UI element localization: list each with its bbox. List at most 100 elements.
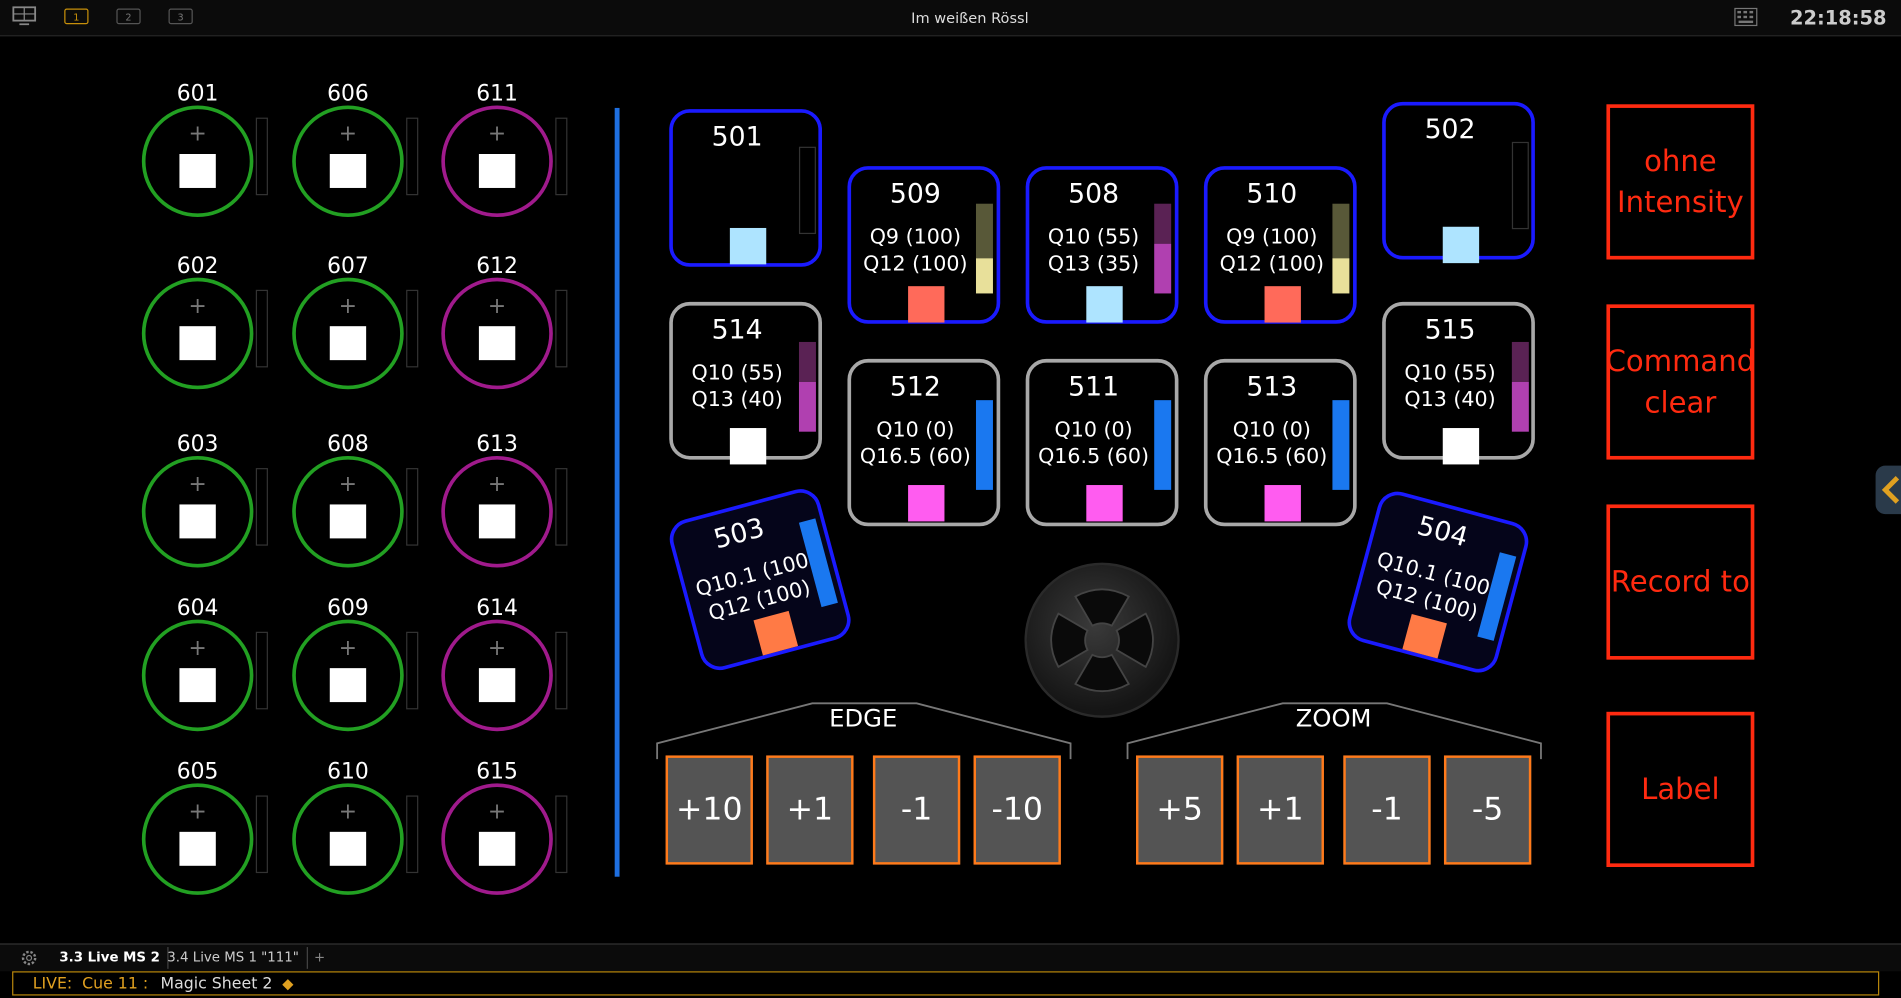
plus-icon: + xyxy=(188,635,207,661)
channel-601[interactable]: 601+ xyxy=(141,81,268,218)
channel-number: 609 xyxy=(327,595,369,621)
plus-icon: + xyxy=(338,121,358,147)
channel-609[interactable]: 609 + xyxy=(292,595,419,732)
pan-tilt-encoder[interactable] xyxy=(1024,562,1180,718)
channel-613[interactable]: 613+ xyxy=(441,431,568,568)
color-swatch xyxy=(753,610,799,656)
channel-607[interactable]: 607+ xyxy=(292,253,419,390)
fixture-515[interactable]: 515 Q10 (55) Q13 (40) xyxy=(1382,301,1535,465)
level-meter xyxy=(255,631,268,710)
fixture-501[interactable]: 501 xyxy=(669,109,823,267)
fixture-503[interactable]: 503 Q10.1 (100) Q12 (100) xyxy=(665,484,856,675)
fixture-510[interactable]: 510 Q9 (100) Q12 (100) xyxy=(1203,166,1357,324)
monitor-icon[interactable] xyxy=(12,6,37,26)
channel-number: 610 xyxy=(327,759,369,785)
tab-live-ms-2[interactable]: 3.3 Live MS 2 xyxy=(52,947,169,969)
level-meter-top xyxy=(1332,203,1350,259)
cue-line-2: Q13 (40) xyxy=(1404,388,1496,413)
level-meter-top xyxy=(1511,341,1529,382)
fixture-number: 511 xyxy=(1068,372,1120,403)
tab-live-ms-1[interactable]: 3.4 Live MS 1 "111" xyxy=(160,947,308,969)
fixture-502[interactable]: 502 xyxy=(1382,101,1535,264)
edge-minus-10-button[interactable]: -10 xyxy=(973,755,1061,865)
plus-icon: + xyxy=(338,471,358,498)
channel-612[interactable]: 612+ xyxy=(441,253,568,390)
fixture-511[interactable]: 511 Q10 (0) Q16.5 (60) xyxy=(1025,358,1179,527)
label-button[interactable]: Label xyxy=(1606,711,1755,868)
fixture-504[interactable]: 504 Q10.1 (100) Q12 (100) xyxy=(1342,486,1533,678)
gear-icon[interactable] xyxy=(19,948,38,967)
plus-icon: + xyxy=(338,635,358,661)
fixture-513[interactable]: 513 Q10 (0) Q16.5 (60) xyxy=(1203,358,1357,527)
level-meter xyxy=(406,289,419,368)
edge-plus-10-button[interactable]: +10 xyxy=(665,755,753,865)
tab-bar: 3.3 Live MS 2 3.4 Live MS 1 "111" + xyxy=(0,943,1901,972)
zoom-minus-5-button[interactable]: -5 xyxy=(1443,755,1532,865)
record-to-button[interactable]: Record to xyxy=(1606,504,1755,660)
channel-604[interactable]: 604+ xyxy=(141,595,268,732)
channel-number: 615 xyxy=(476,759,518,785)
level-meter-top xyxy=(1154,203,1172,244)
plus-icon: + xyxy=(188,471,207,498)
diamond-icon: ◆ xyxy=(282,974,294,992)
live-label: LIVE: xyxy=(32,974,73,994)
keyboard-icon[interactable] xyxy=(1734,7,1758,27)
plus-icon: + xyxy=(188,799,207,825)
fixture-508[interactable]: 508 Q10 (55) Q13 (35) xyxy=(1025,166,1179,324)
channel-614[interactable]: 614+ xyxy=(441,595,568,732)
workspace-1-button[interactable]: 1 xyxy=(64,8,89,25)
level-meter xyxy=(1154,400,1172,490)
channel-number: 614 xyxy=(476,595,518,621)
level-meter xyxy=(406,468,419,546)
channel-number: 605 xyxy=(176,759,219,785)
fixture-number: 514 xyxy=(711,315,763,346)
color-swatch xyxy=(478,154,516,188)
channel-602[interactable]: 602+ xyxy=(141,253,268,390)
color-swatch xyxy=(1442,428,1480,465)
edge-minus-1-button[interactable]: -1 xyxy=(872,755,961,865)
channel-number: 612 xyxy=(476,253,518,279)
channel-603[interactable]: 603+ xyxy=(141,432,268,568)
side-panel-toggle[interactable] xyxy=(1875,465,1901,515)
color-swatch xyxy=(179,504,216,539)
level-meter xyxy=(255,468,268,546)
channel-608[interactable]: 608+ xyxy=(292,432,419,568)
fixture-514[interactable]: 514 Q10 (55) Q13 (40) xyxy=(669,301,823,465)
fixture-number: 510 xyxy=(1246,179,1298,210)
cue-line-2: Q12 (100) xyxy=(1219,252,1325,277)
color-swatch xyxy=(729,428,767,465)
workspace-2-button[interactable]: 2 xyxy=(116,8,141,25)
channel-611[interactable]: 611+ xyxy=(441,81,568,218)
fixture-512[interactable]: 512 Q10 (0) Q16.5 (60) xyxy=(847,358,1001,527)
channel-ring xyxy=(141,277,254,390)
color-swatch xyxy=(1086,485,1123,522)
cue-line-1: Q10 (0) xyxy=(876,418,955,443)
cue-line-2: Q13 (40) xyxy=(691,388,783,413)
channel-number: 613 xyxy=(476,431,518,458)
zoom-plus-1-button[interactable]: +1 xyxy=(1236,755,1324,865)
color-swatch xyxy=(1264,485,1301,522)
color-swatch xyxy=(729,227,767,265)
plus-icon: + xyxy=(188,121,207,147)
level-meter xyxy=(555,289,568,368)
add-tab-button[interactable]: + xyxy=(314,949,326,966)
color-swatch xyxy=(1402,613,1447,659)
channel-ring xyxy=(141,783,254,895)
edge-plus-1-button[interactable]: +1 xyxy=(766,755,854,865)
workspace-3-button[interactable]: 3 xyxy=(168,8,193,25)
zoom-plus-5-button[interactable]: +5 xyxy=(1136,755,1224,865)
zoom-minus-1-button[interactable]: -1 xyxy=(1343,755,1431,865)
channel-ring xyxy=(292,455,404,568)
channel-605[interactable]: 605 + xyxy=(141,759,268,895)
fixture-509[interactable]: 509 Q9 (100) Q12 (100) xyxy=(847,166,1001,324)
cue-line-1: Q10 (55) xyxy=(691,361,783,386)
edge-bracket xyxy=(656,702,1072,760)
channel-610[interactable]: 610+ xyxy=(292,759,419,895)
channel-606[interactable]: 606+ xyxy=(292,81,419,218)
color-swatch xyxy=(329,668,367,703)
color-swatch xyxy=(478,504,516,539)
directional-pad-icon xyxy=(1050,588,1154,693)
channel-615[interactable]: 615+ xyxy=(441,759,568,895)
